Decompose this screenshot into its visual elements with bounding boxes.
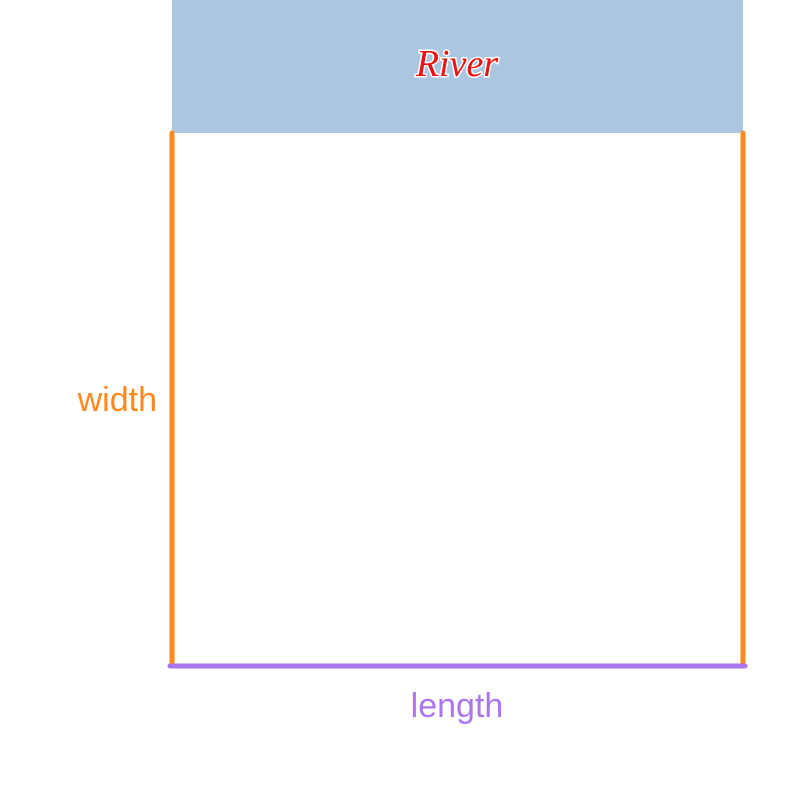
river-label: River bbox=[415, 43, 499, 85]
width-label: width bbox=[77, 381, 157, 419]
length-label: length bbox=[411, 687, 504, 725]
river-band bbox=[172, 0, 743, 133]
